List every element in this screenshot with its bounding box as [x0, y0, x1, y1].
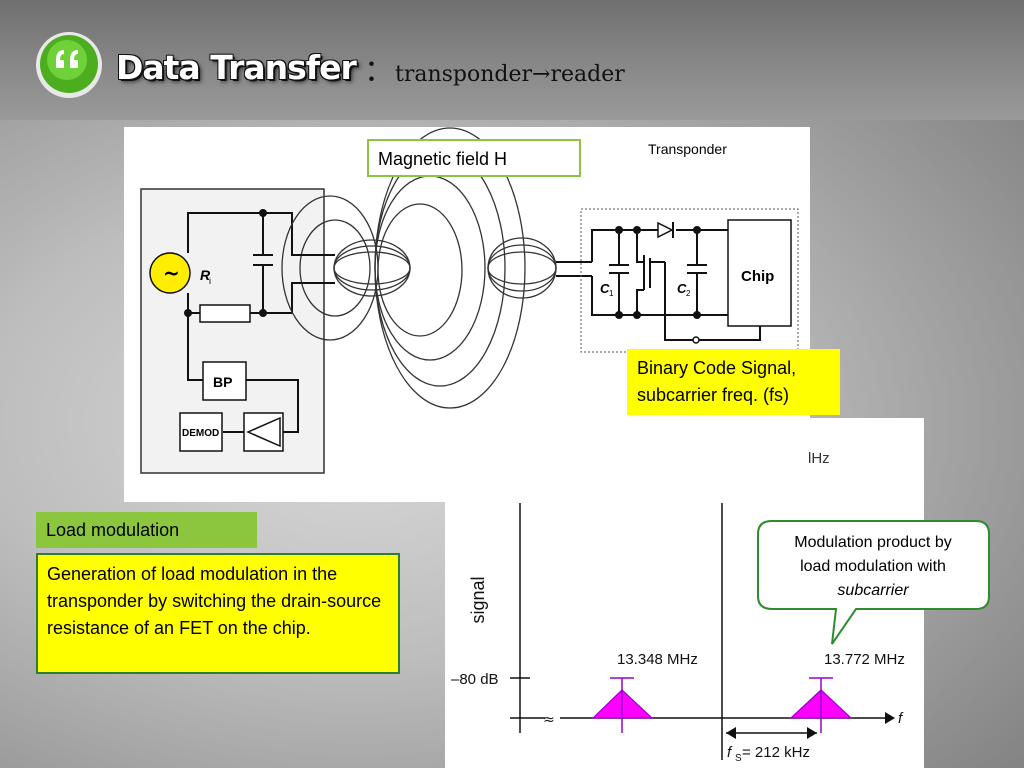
demod-label: DEMOD — [182, 428, 219, 439]
x-axis-arrow-icon — [885, 712, 895, 724]
ri-label: R — [200, 267, 211, 283]
bp-label: BP — [213, 374, 232, 390]
demod-box — [179, 412, 223, 452]
reader-box — [140, 188, 325, 474]
level-label: –80 dB — [451, 671, 499, 688]
callout-line2: load modulation with — [800, 558, 946, 575]
callout-italic-subcarrier: subcarrier — [837, 582, 909, 599]
chip-label: Chip — [741, 268, 774, 285]
c1-label: C — [600, 281, 610, 296]
diode-icon — [657, 221, 674, 239]
callout-line1: Modulation product by — [794, 534, 952, 551]
chip-box — [727, 219, 792, 327]
page-subtitle: transponder→reader — [395, 62, 625, 87]
amplifier-icon — [246, 416, 281, 448]
binary-code-line2: subcarrier freq. (fs) — [637, 385, 790, 405]
callout-bubble — [757, 520, 990, 645]
y-axis-label: signal — [468, 576, 488, 623]
carrier-freq-label: 13.348 MHz — [617, 651, 698, 668]
transponder-label: Transponder — [648, 141, 727, 157]
callout-text: Modulation product by load modulation wi… — [760, 531, 986, 603]
x-axis-f-label: f — [898, 710, 904, 727]
c1-sub: 1 — [609, 289, 614, 298]
source-symbol: ~ — [163, 261, 180, 285]
fs-sub: S — [735, 753, 742, 764]
fs-value: = 212 kHz — [742, 744, 810, 761]
magnetic-field-label: Magnetic field H — [367, 139, 581, 177]
resistor-ri — [199, 304, 251, 323]
binary-code-line1: Binary Code Signal, — [637, 358, 797, 378]
quote-bubble-icon — [36, 32, 102, 98]
transponder-wiring — [591, 229, 761, 341]
load-modulation-body: Generation of load modulation in the tra… — [36, 553, 400, 674]
page-title: Data Transfer — [116, 48, 357, 87]
binary-code-label: Binary Code Signal, subcarrier freq. (fs… — [627, 349, 840, 415]
load-modulation-title: Load modulation — [36, 512, 257, 548]
header-band — [0, 0, 1024, 120]
sideband-peak — [789, 677, 853, 733]
c2-sub: 2 — [686, 289, 691, 298]
axis-break-symbol: ≈ — [543, 712, 555, 728]
antenna-leads — [292, 254, 592, 284]
sideband-freq-label: 13.772 MHz — [824, 651, 905, 668]
ac-source-icon — [149, 252, 191, 294]
carrier-peak — [591, 677, 654, 733]
ri-sub: i — [209, 276, 211, 286]
spectrum-truncated-label: lHz — [808, 450, 830, 467]
callout-line3: subcarrier — [760, 579, 986, 603]
title-colon: ： — [364, 54, 394, 89]
c2-label: C — [677, 281, 687, 296]
bp-box — [202, 361, 247, 401]
fs-symbol: f — [727, 744, 733, 761]
